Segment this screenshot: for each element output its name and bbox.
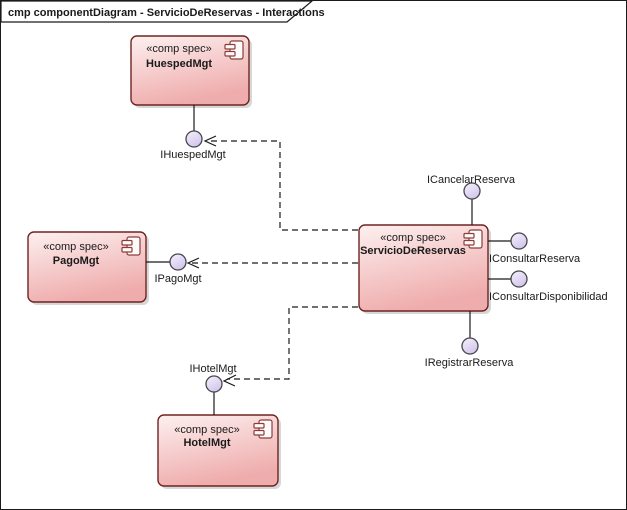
interface-ipagomgt[interactable]: IPagoMgt [146,253,202,285]
interface-label: IHuespedMgt [160,149,225,161]
component-stereotype: «comp spec» [174,424,239,436]
component-hotelmgt[interactable]: «comp spec» HotelMgt [157,414,281,489]
interface-label: IRegistrarReserva [425,357,515,369]
component-pagomgt[interactable]: «comp spec» PagoMgt [27,231,149,305]
component-icon [463,229,483,249]
interface-label: IPagoMgt [154,273,201,285]
interface-ihotelmgt[interactable]: IHotelMgt [189,363,237,415]
frame-tab: cmp componentDiagram - ServicioDeReserva… [1,1,325,23]
component-name: ServicioDeReservas [360,245,466,257]
interface-iconsultardisponibilidad[interactable]: IConsultarDisponibilidad [488,270,608,303]
component-icon [121,236,141,256]
component-serviciodereservas[interactable]: «comp spec» ServicioDeReservas [358,224,491,314]
open-arrow-icon [186,257,200,269]
component-stereotype: «comp spec» [43,241,108,253]
interface-ball[interactable] [461,337,479,355]
interface-label: IHotelMgt [189,363,236,375]
interface-label: ICancelarReserva [427,174,516,186]
interface-ball[interactable] [510,270,528,288]
diagram-title: cmp componentDiagram - ServicioDeReserva… [8,7,325,19]
open-arrow-icon [222,374,237,387]
interface-label: IConsultarReserva [489,253,581,265]
component-box[interactable] [157,414,279,487]
interface-label: IConsultarDisponibilidad [489,291,608,303]
component-name: HuespedMgt [146,58,212,70]
dependency-servicio-to-ihuespedmgt[interactable] [203,135,358,231]
component-box[interactable] [130,35,250,106]
interface-icancelarreserva[interactable]: ICancelarReserva [427,174,516,225]
interface-ball[interactable] [463,182,481,200]
component-box[interactable] [27,231,147,303]
frame-tab-shape [1,1,313,23]
interface-ball[interactable] [185,130,203,148]
component-name: HotelMgt [183,437,230,449]
interface-ihuespedmgt[interactable]: IHuespedMgt [160,105,226,161]
component-stereotype: «comp spec» [146,43,211,55]
interface-ball[interactable] [169,253,187,271]
component-name: PagoMgt [53,255,100,267]
component-box[interactable] [358,224,489,312]
dependency-servicio-to-ihotelmgt[interactable] [222,306,358,387]
dependency-servicio-to-ipagomgt[interactable] [186,257,358,269]
component-stereotype: «comp spec» [380,232,445,244]
component-huespedmgt[interactable]: «comp spec» HuespedMgt [130,35,252,108]
component-icon [253,419,273,439]
interface-ball[interactable] [510,232,528,250]
interface-iregistrarreserva[interactable]: IRegistrarReserva [425,311,515,369]
interface-iconsultarreserva[interactable]: IConsultarReserva [488,232,581,265]
open-arrow-icon [203,135,217,147]
component-icon [224,40,244,60]
interface-ball[interactable] [205,375,223,393]
